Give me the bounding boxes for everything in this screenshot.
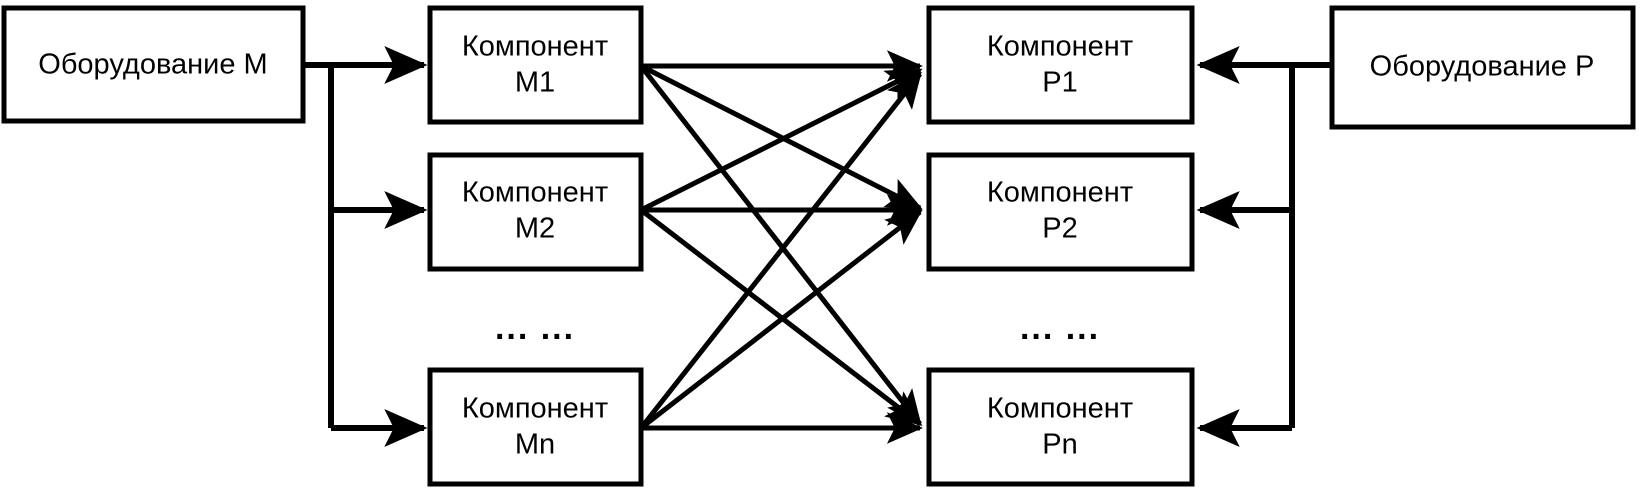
box-component-mn-label-line2: Mn xyxy=(515,429,555,461)
arrow-mn-to-p1 xyxy=(639,71,922,430)
box-component-m2-rect xyxy=(427,152,644,272)
box-component-p1[interactable]: Компонент P1 xyxy=(926,5,1195,125)
box-equipment-m[interactable]: Оборудование M xyxy=(1,5,306,124)
box-equipment-p-label: Оборудование P xyxy=(1370,51,1595,83)
box-component-m1-label-line1: Компонент xyxy=(462,31,608,63)
equipment-m-bus xyxy=(303,45,428,448)
box-component-p1-label-line2: P1 xyxy=(1042,67,1077,99)
box-component-m2[interactable]: Компонент M2 xyxy=(427,152,644,272)
box-equipment-m-rect xyxy=(1,5,306,124)
arrow-mn-to-p2 xyxy=(639,210,923,430)
box-component-p2-label-line1: Компонент xyxy=(987,177,1133,209)
ellipsis-right: ... ... xyxy=(1020,309,1100,347)
box-component-pn-label-line1: Компонент xyxy=(987,393,1133,425)
box-component-pn-label-line2: Pn xyxy=(1042,429,1077,461)
arrow-m2-to-p1 xyxy=(639,67,923,213)
equipment-p-bus xyxy=(1196,45,1330,448)
box-component-m1-rect xyxy=(427,5,644,125)
box-component-mn[interactable]: Компонент Mn xyxy=(427,367,644,487)
box-component-m1-label-line2: M1 xyxy=(515,67,555,99)
box-component-p2-label-line2: P2 xyxy=(1042,213,1077,245)
box-component-p1-label-line1: Компонент xyxy=(987,31,1133,63)
box-equipment-p-rect xyxy=(1329,5,1636,130)
box-component-m2-label-line1: Компонент xyxy=(462,177,608,209)
box-component-pn[interactable]: Компонент Pn xyxy=(926,367,1195,487)
arrow-m1-to-p2 xyxy=(639,63,923,211)
box-component-pn-rect xyxy=(926,367,1195,487)
box-component-mn-rect xyxy=(427,367,644,487)
arrow-m1-to-pn xyxy=(639,64,922,427)
ellipsis-left: ... ... xyxy=(495,309,575,347)
box-equipment-m-label: Оборудование M xyxy=(38,49,267,81)
component-mapping-arrows xyxy=(639,50,923,444)
box-component-mn-label-line1: Компонент xyxy=(462,393,608,425)
box-equipment-p[interactable]: Оборудование P xyxy=(1329,5,1636,130)
box-component-p1-rect xyxy=(926,5,1195,125)
box-component-m1[interactable]: Компонент M1 xyxy=(427,5,644,125)
box-component-p2[interactable]: Компонент P2 xyxy=(926,152,1195,272)
box-component-p2-rect xyxy=(926,152,1195,272)
box-component-m2-label-line2: M2 xyxy=(515,213,555,245)
